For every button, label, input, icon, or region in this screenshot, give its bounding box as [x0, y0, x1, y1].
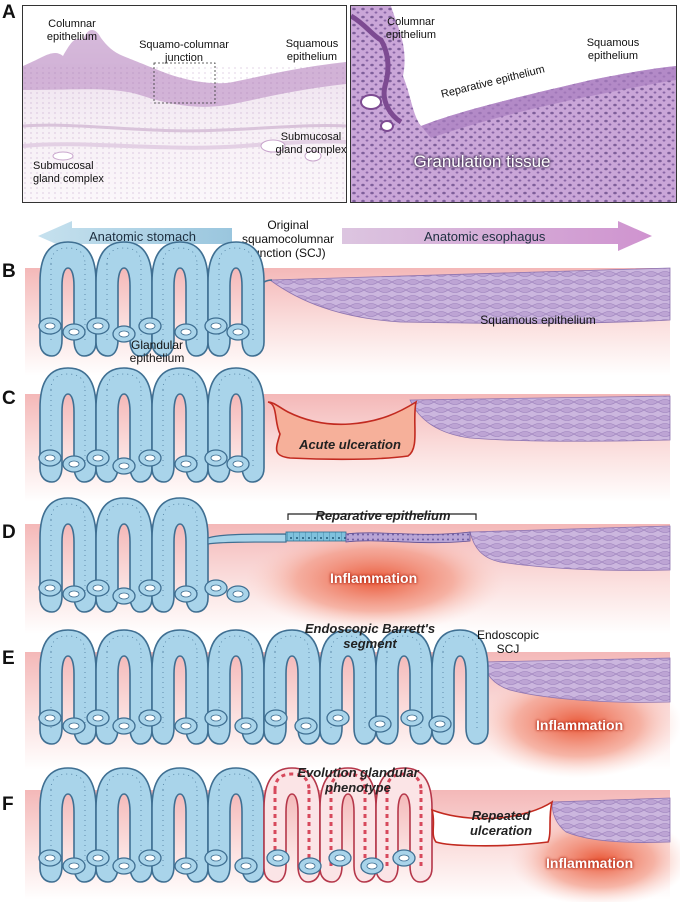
label-repeated-ulceration: Repeated ulceration [469, 808, 533, 838]
panel-a-letter: A [2, 2, 16, 23]
arrow-label-esophagus: Anatomic esophagus [424, 229, 546, 244]
svg-text:E: E [2, 648, 15, 669]
arrow-label-stomach: Anatomic stomach [89, 229, 196, 244]
panel-b-diagram [25, 241, 671, 376]
label-squamous-epithelium-b: Squamous epithelium [480, 313, 596, 327]
label-inflammation-e: Inflammation [536, 717, 624, 733]
panel-c-letter: C [2, 388, 16, 409]
label-inflammation-f: Inflammation [546, 855, 634, 871]
label-endoscopic-barrett-segment: Endoscopic Barrett's segment [304, 621, 436, 651]
micrograph-right: Columnar epithelium Squamous epithelium … [350, 5, 677, 203]
svg-text:C: C [2, 388, 16, 409]
pathogenesis-diagram: B C D E F [2, 241, 680, 902]
label-squamous-epithelium-right: Squamous epithelium [586, 37, 640, 62]
micrograph-right-image [351, 6, 676, 202]
label-squamous-epithelium-left: Squamous epithelium [285, 38, 339, 63]
panel-b-letter: B [2, 261, 16, 282]
label-granulation-tissue: Granulation tissue [413, 152, 551, 171]
panel-d-diagram [25, 497, 671, 634]
panel-d-letter: D [2, 522, 16, 543]
svg-text:B: B [2, 261, 16, 282]
label-acute-ulceration: Acute ulceration [299, 437, 401, 452]
label-submucosal-gland-left: Submucosal gland complex [33, 160, 104, 185]
original-scj-label: Original squamocolumnar junction (SCJ) [241, 218, 335, 260]
label-inflammation-d: Inflammation [330, 570, 418, 586]
label-endoscopic-scj: Endoscopic SCJ [476, 628, 540, 656]
label-evolution-glandular-phenotype: Evolution glandular phenotype [297, 765, 419, 795]
label-columnar-epithelium-right: Columnar epithelium [385, 16, 437, 41]
panel-c-diagram [25, 367, 671, 502]
micrograph-left: Columnar epithelium Squamo-columnar junc… [22, 5, 347, 203]
label-columnar-epithelium-left: Columnar epithelium [46, 18, 98, 43]
label-glandular-epithelium: Glandular epithelium [129, 338, 185, 365]
label-reparative-epithelium-d: Reparative epithelium [315, 508, 451, 523]
panel-f-letter: F [2, 794, 14, 815]
svg-text:F: F [2, 794, 14, 815]
label-submucosal-gland-right: Submucosal gland complex [275, 131, 347, 156]
svg-text:D: D [2, 522, 16, 543]
panel-e-diagram [25, 629, 680, 778]
panel-e-letter: E [2, 648, 15, 669]
micrograph-left-image [23, 6, 346, 202]
panel-f-diagram [25, 766, 680, 902]
label-squamocolumnar-junction: Squamo-columnar junction [139, 39, 229, 64]
